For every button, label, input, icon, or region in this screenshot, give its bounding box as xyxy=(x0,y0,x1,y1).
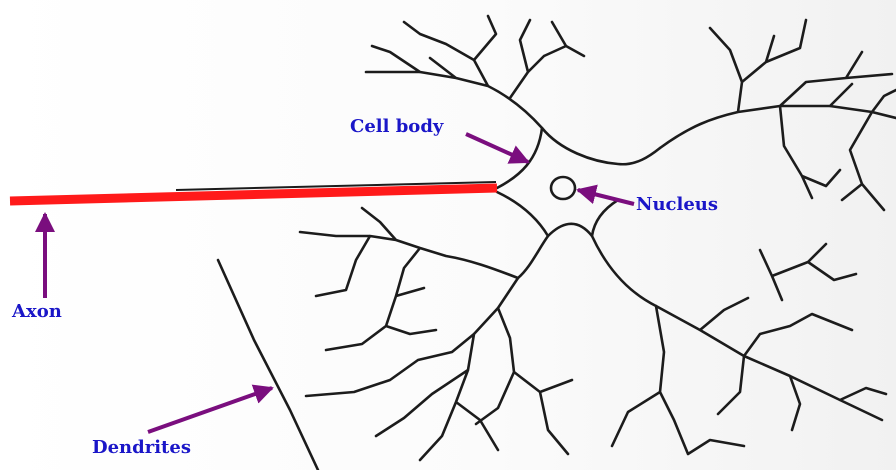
dendrite-lower-right xyxy=(592,236,886,454)
dendrites-arrow xyxy=(148,388,272,432)
dendrites-label: Dendrites xyxy=(92,439,191,457)
axon xyxy=(10,182,497,201)
dendrite-long-line xyxy=(218,260,318,470)
neuron-outline xyxy=(218,16,896,470)
nucleus xyxy=(551,177,575,199)
cell-body-label: Cell body xyxy=(350,118,443,136)
axon-red-line xyxy=(10,188,497,201)
pointer-arrows xyxy=(45,134,634,432)
nucleus-label: Nucleus xyxy=(636,196,718,214)
nucleus-arrow xyxy=(578,190,634,204)
dendrite-upper-left xyxy=(366,16,584,128)
dendrite-upper-right xyxy=(660,20,896,210)
soma-outline xyxy=(497,128,660,236)
axon-label: Axon xyxy=(12,303,62,321)
dendrite-lower-left xyxy=(300,208,518,350)
cell-body-arrow xyxy=(466,134,528,162)
